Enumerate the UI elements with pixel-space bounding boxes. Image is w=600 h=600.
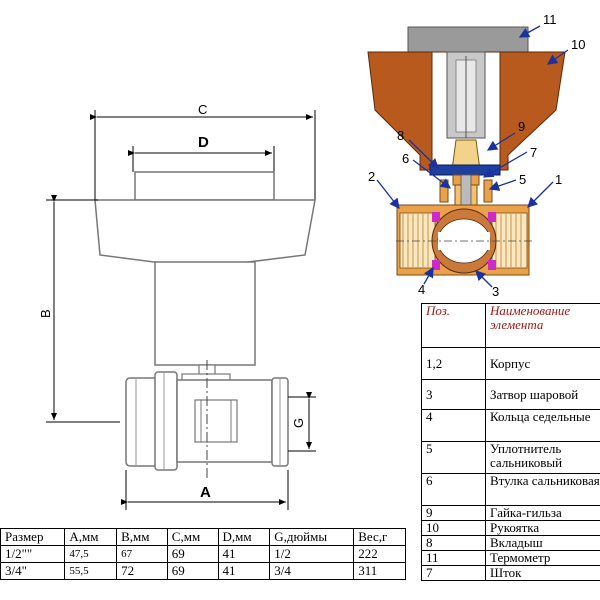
spec-header-c: C,мм bbox=[166, 528, 219, 546]
spec-cell: 41 bbox=[217, 545, 271, 563]
callout-5: 5 bbox=[519, 172, 526, 187]
valve-body-front bbox=[125, 371, 289, 471]
part-name: Вкладыш bbox=[485, 535, 600, 551]
section-view: 11 10 9 8 7 6 5 2 1 4 3 bbox=[367, 12, 585, 299]
spec-table: Размер А,мм B,мм C,мм D,мм G,дюймы Вес,г… bbox=[0, 528, 406, 580]
table-row: 1,2 Корпус bbox=[421, 347, 600, 380]
part-name: Термометр bbox=[485, 550, 600, 566]
part-name: Втулка сальниковая bbox=[485, 473, 600, 506]
table-row: 1/2"" 47,5 67 69 41 1/2 222 bbox=[0, 545, 406, 563]
part-name: Затвор шаровой bbox=[485, 379, 600, 410]
spec-cell: 3/4 bbox=[269, 562, 355, 580]
callout-4: 4 bbox=[418, 282, 425, 297]
spec-cell: 69 bbox=[166, 545, 219, 563]
parts-header-row: Поз. Наименование элемента bbox=[421, 303, 600, 348]
spec-header-b: B,мм bbox=[116, 528, 168, 546]
callout-3: 3 bbox=[492, 284, 499, 299]
handle-top-block bbox=[134, 171, 275, 201]
spec-header-d: D,мм bbox=[217, 528, 271, 546]
spec-header-size: Размер bbox=[0, 528, 66, 546]
part-pos: 10 bbox=[421, 520, 486, 536]
part-pos: 6 bbox=[421, 473, 486, 506]
callout-9: 9 bbox=[518, 119, 525, 134]
table-row: 6 Втулка сальниковая bbox=[421, 473, 600, 506]
spec-cell: 67 bbox=[116, 545, 168, 563]
spec-header-weight: Вес,г bbox=[353, 528, 406, 546]
spec-cell: 55,5 bbox=[64, 562, 118, 580]
parts-table: Поз. Наименование элемента 1,2 Корпус 3 … bbox=[421, 303, 600, 581]
part-pos: 3 bbox=[421, 379, 486, 410]
spec-cell: 222 bbox=[353, 545, 406, 563]
dim-a-label: A bbox=[200, 484, 211, 501]
callout-10: 10 bbox=[571, 37, 585, 52]
spec-cell: 69 bbox=[166, 562, 219, 580]
dim-b-label: B bbox=[38, 309, 53, 318]
dim-d-label: D bbox=[198, 134, 209, 151]
callout-1: 1 bbox=[555, 172, 562, 187]
spec-cell: 72 bbox=[116, 562, 168, 580]
part-pos: 4 bbox=[421, 409, 486, 442]
spec-header-a: А,мм bbox=[64, 528, 118, 546]
part-pos: 7 bbox=[421, 565, 486, 581]
stem-column bbox=[154, 261, 256, 366]
spec-cell: 41 bbox=[217, 562, 271, 580]
part-name: Уплотнитель сальниковый bbox=[485, 441, 600, 474]
callout-2: 2 bbox=[368, 169, 375, 184]
part-name: Гайка-гильза bbox=[485, 505, 600, 521]
spec-cell: 311 bbox=[353, 562, 406, 580]
table-row: 8 Вкладыш bbox=[421, 535, 600, 551]
spec-cell: 1/2 bbox=[269, 545, 355, 563]
callout-6: 6 bbox=[402, 151, 409, 166]
dim-g-label: G bbox=[291, 418, 306, 428]
table-row: 10 Рукоятка bbox=[421, 520, 600, 536]
parts-header-name: Наименование элемента bbox=[485, 303, 600, 348]
part-name: Шток bbox=[485, 565, 600, 581]
callout-8: 8 bbox=[397, 128, 404, 143]
part-pos: 11 bbox=[421, 550, 486, 566]
table-row: 11 Термометр bbox=[421, 550, 600, 566]
table-row: 7 Шток bbox=[421, 565, 600, 581]
table-row: 3/4" 55,5 72 69 41 3/4 311 bbox=[0, 562, 406, 580]
front-view: C D bbox=[38, 102, 316, 510]
part-name: Кольца седельные bbox=[485, 409, 600, 442]
dim-c-label: C bbox=[198, 102, 207, 117]
spec-header-g: G,дюймы bbox=[269, 528, 355, 546]
part-pos: 5 bbox=[421, 441, 486, 474]
table-row: 4 Кольца седельные bbox=[421, 409, 600, 442]
part-pos: 9 bbox=[421, 505, 486, 521]
callout-11: 11 bbox=[543, 12, 557, 27]
table-row: 3 Затвор шаровой bbox=[421, 379, 600, 410]
parts-header-pos: Поз. bbox=[421, 303, 486, 348]
handle-wing bbox=[94, 199, 316, 269]
table-row: 9 Гайка-гильза bbox=[421, 505, 600, 521]
part-name: Рукоятка bbox=[485, 520, 600, 536]
spec-header-row: Размер А,мм B,мм C,мм D,мм G,дюймы Вес,г bbox=[0, 528, 406, 546]
table-row: 5 Уплотнитель сальниковый bbox=[421, 441, 600, 474]
spec-cell: 47,5 bbox=[64, 545, 118, 563]
spec-cell: 1/2"" bbox=[0, 545, 66, 563]
part-name: Корпус bbox=[485, 347, 600, 380]
callout-7: 7 bbox=[530, 145, 537, 160]
part-pos: 8 bbox=[421, 535, 486, 551]
part-pos: 1,2 bbox=[421, 347, 486, 380]
spec-cell: 3/4" bbox=[0, 562, 66, 580]
thermometer-head bbox=[407, 26, 529, 53]
